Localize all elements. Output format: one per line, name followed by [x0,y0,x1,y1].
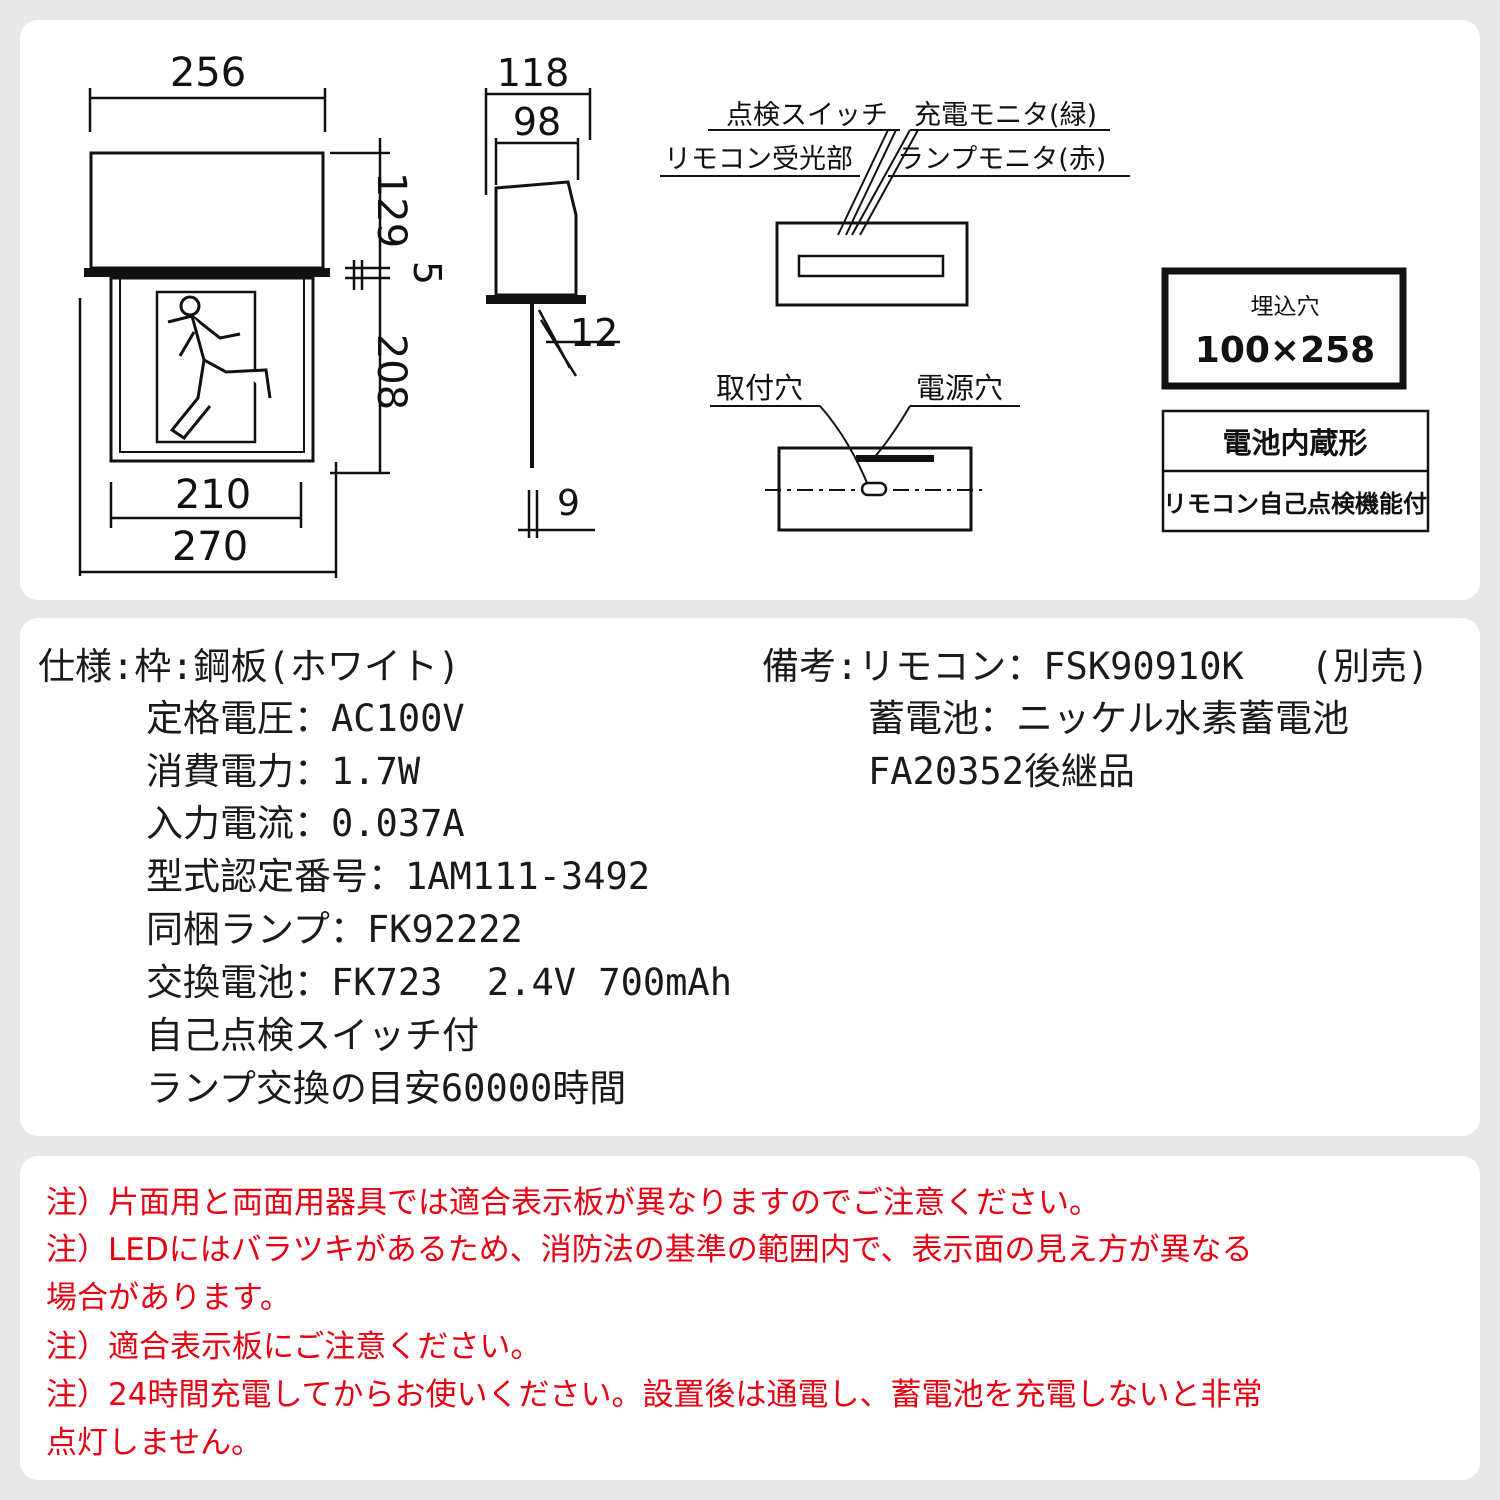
technical-drawing: 256 210 270 129 5 208 118 9 [78,50,1430,578]
drawing-panel: 256 210 270 129 5 208 118 9 [20,20,1480,600]
remark-successor: FA20352後継品 [868,750,1135,793]
label-lamp-monitor: ランプモニタ(赤) [897,144,1106,175]
feature-badge [1161,409,1430,533]
dim-270: 270 [172,524,248,570]
spec-bundled-lamp: 同梱ランプ：FK92222 [146,908,523,951]
spec-rated-voltage: 定格電圧：AC100V [146,697,465,740]
dim-118: 118 [497,51,570,95]
remark-storage-battery: 蓄電池：ニッケル水素蓄電池 [868,697,1349,740]
badge-remote-feature: リモコン自己点検機能付 [1163,490,1427,518]
dim-210: 210 [175,472,251,518]
specs-panel: 仕様:枠:鋼板(ホワイト) 定格電圧：AC100V 消費電力：1.7W 入力電流… [20,618,1480,1136]
remark-remote: 備考:リモコン：FSK90910K (別売) [762,645,1430,688]
label-inspection-switch: 点検スイッチ [726,100,888,131]
dim-256: 256 [170,50,246,96]
dim-9: 9 [557,483,580,524]
notes-panel: 注）片面用と両面用器具では適合表示板が異なりますのでご注意ください。 注）LED… [20,1156,1480,1480]
spec-input-current: 入力電流：0.037A [146,802,465,845]
running-man-icon [155,290,272,444]
dim-208: 208 [368,334,414,410]
badge-battery-type: 電池内蔵形 [1222,426,1367,460]
spec-power-consumption: 消費電力：1.7W [146,750,421,793]
spec-frame: 仕様:枠:鋼板(ホワイト) [38,645,461,688]
label-remote-receiver: リモコン受光部 [664,144,853,175]
note-caution-board: 注）適合表示板にご注意ください。 [46,1329,542,1365]
dim-12: 12 [570,311,618,355]
note-led-variation: 注）LEDにはバラツキがあるため、消防法の基準の範囲内で、表示面の見え方が異なる [46,1232,1253,1268]
note-charging-cont: 点灯しません。 [46,1425,263,1461]
label-mounting-hole: 取付穴 [716,371,803,405]
label-charge-monitor: 充電モニタ(緑) [914,100,1097,131]
embed-hole-label: 埋込穴 [1251,294,1320,320]
dim-5: 5 [405,261,449,285]
spec-self-check-switch: 自己点検スイッチ付 [146,1014,479,1057]
label-power-hole: 電源穴 [916,371,1003,405]
spec-certification-number: 型式認定番号：1AM111-3492 [146,855,651,898]
note-charging: 注）24時間充電してからお使いください。設置後は通電し、蓄電池を充電しないと非常 [46,1377,1263,1413]
note-led-variation-cont: 場合があります。 [46,1280,291,1316]
dim-98: 98 [513,100,561,144]
spec-replacement-battery: 交換電池：FK723 2.4V 700mAh [146,961,732,1004]
spec-lamp-life: ランプ交換の目安60000時間 [146,1067,627,1110]
note-display-board: 注）片面用と両面用器具では適合表示板が異なりますのでご注意ください。 [46,1185,1100,1221]
embed-hole-size: 100×258 [1195,330,1375,371]
dim-129: 129 [368,172,414,248]
